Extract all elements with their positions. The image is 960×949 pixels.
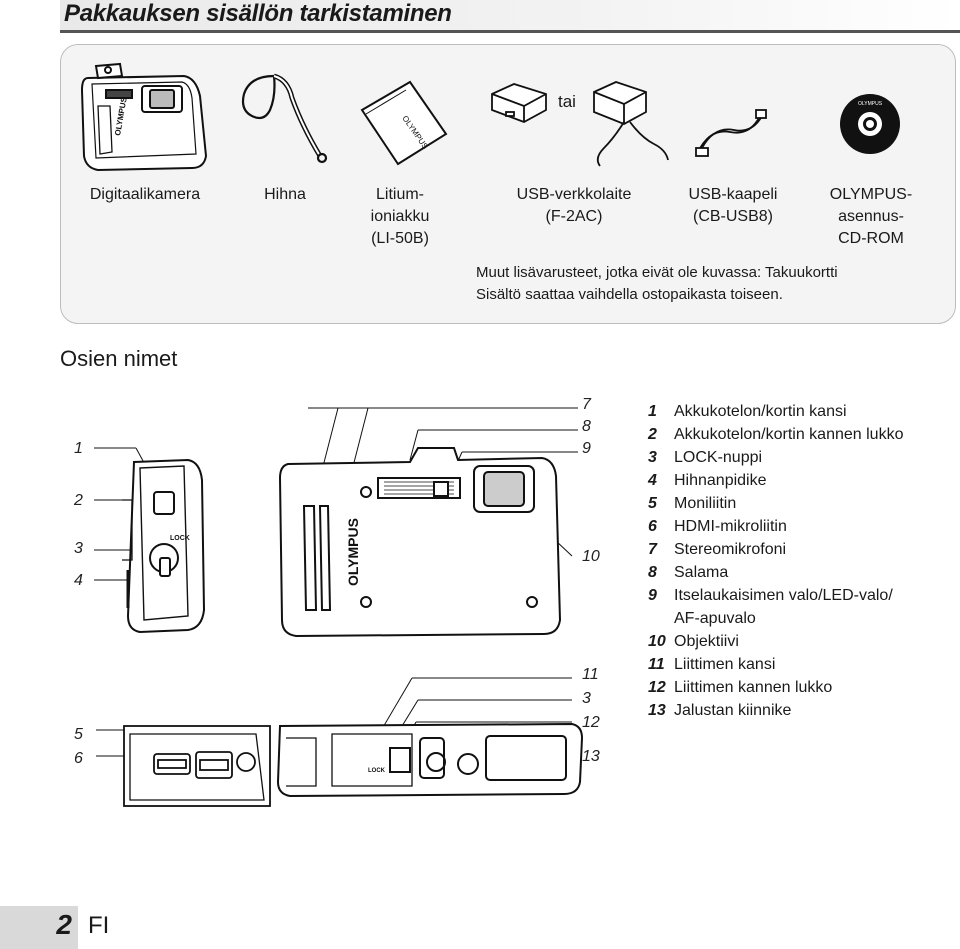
callout-2: 2: [74, 492, 83, 509]
cd-rom-icon: OLYMPUS: [840, 94, 900, 154]
caption-camera: Digitaalikamera: [89, 186, 201, 203]
camera-side-view: LOCK: [94, 447, 206, 634]
connector-closeup-view: [96, 725, 271, 807]
camera-bottom-view: LOCK: [276, 677, 584, 798]
page-language: FI: [88, 912, 110, 939]
extra-accessories-note: Muut lisävarusteet, jotka eivät ole kuva…: [476, 264, 838, 281]
page-number: 2: [56, 909, 72, 940]
bottom-lock-label: LOCK: [368, 768, 386, 774]
caption-battery: Litium- ioniakku (LI-50B): [370, 186, 430, 247]
usb-ac-adapter-small-icon: [491, 83, 547, 123]
or-label: tai: [558, 92, 576, 111]
contents-vary-note: Sisältö saattaa vaihdella ostopaikasta t…: [476, 286, 783, 303]
callout-3: 3: [74, 540, 83, 557]
callout-1: 1: [74, 440, 83, 457]
title-underline: [60, 30, 960, 33]
camera-front-view: OLYMPUS: [278, 407, 578, 638]
callout-13: 13: [582, 748, 600, 765]
callout-8: 8: [582, 418, 591, 435]
callout-6: 6: [74, 750, 83, 767]
callout-3b: 3: [582, 690, 591, 707]
usb-cable-icon: [695, 109, 767, 157]
callout-5: 5: [74, 726, 83, 743]
callout-9: 9: [582, 440, 591, 457]
svg-text:OLYMPUS: OLYMPUS: [858, 101, 883, 107]
front-brand-label: OLYMPUS: [345, 518, 361, 586]
page-title: Pakkauksen sisällön tarkistaminen: [64, 0, 452, 27]
caption-strap: Hihna: [264, 186, 306, 203]
title-bar-background: [60, 0, 960, 30]
parts-list-item-continuation: AF-apuvalo: [674, 610, 756, 627]
strap-icon: [241, 73, 328, 164]
callout-12: 12: [582, 714, 600, 731]
side-lock-label: LOCK: [170, 535, 190, 542]
parts-section-title: Osien nimet: [60, 346, 178, 371]
battery-icon: OLYMPUS: [360, 80, 448, 166]
usb-ac-adapter-icon: [593, 81, 669, 167]
caption-usb-cable: USB-kaapeli (CB-USB8): [688, 186, 778, 225]
callout-4: 4: [74, 572, 83, 589]
caption-cd-rom: OLYMPUS- asennus- CD-ROM: [829, 186, 913, 247]
caption-usb-ac-adapter: USB-verkkolaite (F-2AC): [516, 186, 632, 225]
camera-icon: OLYMPUS: [80, 62, 208, 172]
callout-7: 7: [582, 396, 591, 413]
callout-11: 11: [582, 666, 599, 683]
page-number-tab: [0, 906, 78, 949]
callout-10: 10: [582, 548, 600, 565]
